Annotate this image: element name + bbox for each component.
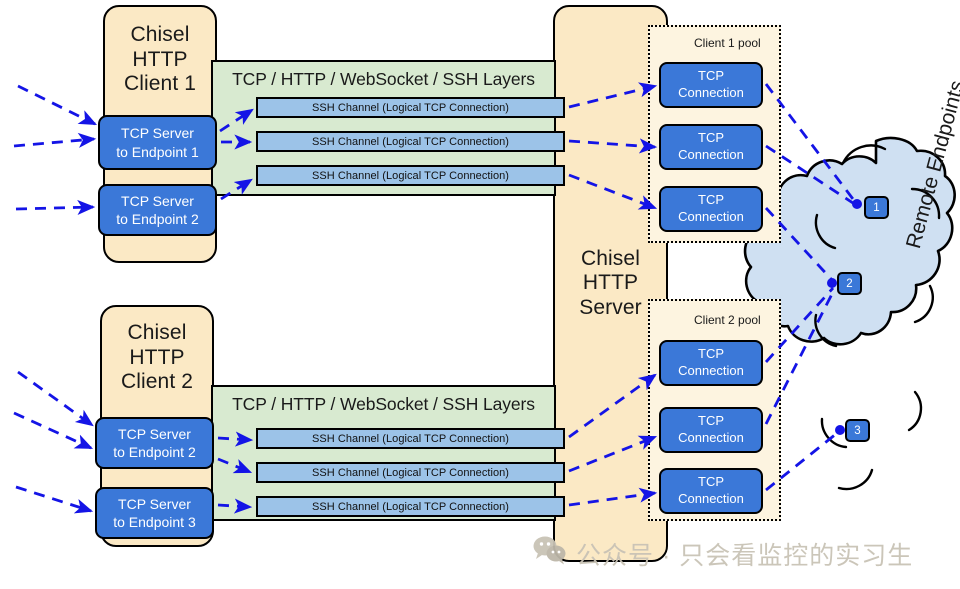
edge-pool1c1-ep1 <box>764 83 858 204</box>
client-1-pool-label: Client 1 pool <box>694 36 761 50</box>
client-1-layers-title: TCP / HTTP / WebSocket / SSH Layers <box>232 69 535 89</box>
edge-c2s1-ssh2 <box>217 457 253 474</box>
client-2-layers-title: TCP / HTTP / WebSocket / SSH Layers <box>232 394 535 414</box>
edge-ssh3-pool2c3 <box>568 487 658 507</box>
client-2-pool-tcp-connection-2[interactable]: TCP Connection <box>659 407 763 453</box>
remote-endpoints-cloud <box>743 136 956 491</box>
endpoint-connector-dots <box>827 199 862 435</box>
chisel-http-server-label: Chisel HTTP Server <box>579 246 642 319</box>
client-2-ssh-channel-1[interactable]: SSH Channel (Logical TCP Connection) <box>256 428 565 449</box>
client-2-pool-label: Client 2 pool <box>694 313 761 327</box>
client-1-pool-tcp-connection-3[interactable]: TCP Connection <box>659 186 763 232</box>
client-1-ssh-channel-1[interactable]: SSH Channel (Logical TCP Connection) <box>256 97 565 118</box>
edge-ssh1-pool1c1 <box>568 82 658 109</box>
remote-endpoint-3[interactable]: 3 <box>845 419 870 442</box>
client-2-pool-tcp-connection-3[interactable]: TCP Connection <box>659 468 763 514</box>
edge-c2s1-ssh1 <box>217 431 254 447</box>
edge-ssh2-pool2c2 <box>568 435 658 473</box>
client-1-pool-tcp-connection-1[interactable]: TCP Connection <box>659 62 763 108</box>
client-2-tcp-server-endpoint-3[interactable]: TCP Server to Endpoint 3 <box>95 487 214 539</box>
chisel-http-client-1-label: Chisel HTTP Client 1 <box>123 23 196 96</box>
client-1-ssh-channel-3[interactable]: SSH Channel (Logical TCP Connection) <box>256 165 565 186</box>
edge-in-c2-c <box>15 485 94 514</box>
client-2-ssh-channel-3[interactable]: SSH Channel (Logical TCP Connection) <box>256 496 565 517</box>
client-2-ssh-channel-2[interactable]: SSH Channel (Logical TCP Connection) <box>256 462 565 483</box>
client-1-tcp-server-endpoint-2[interactable]: TCP Server to Endpoint 2 <box>98 184 217 236</box>
edge-in-c1-c <box>15 199 96 215</box>
remote-endpoint-1[interactable]: 1 <box>864 196 889 219</box>
edge-ssh2-pool1c2 <box>568 138 658 154</box>
chisel-http-client-2-label: Chisel HTTP Client 2 <box>120 321 193 394</box>
edge-pool1c3-ep2 <box>764 207 834 281</box>
edge-pool2c3-ep3 <box>765 428 842 492</box>
edge-c1s2-ssh3 <box>220 178 253 201</box>
edge-pool1c2-ep1 <box>765 144 857 207</box>
edge-in-c1-b <box>13 132 97 148</box>
client-1-tcp-server-endpoint-1[interactable]: TCP Server to Endpoint 1 <box>98 115 217 170</box>
client-1-pool-tcp-connection-2[interactable]: TCP Connection <box>659 124 763 170</box>
client-1-ssh-channel-2[interactable]: SSH Channel (Logical TCP Connection) <box>256 131 565 152</box>
edge-in-c2-b <box>13 411 94 450</box>
client-2-tcp-server-endpoint-2[interactable]: TCP Server to Endpoint 2 <box>95 417 214 469</box>
client-2-pool-tcp-connection-1[interactable]: TCP Connection <box>659 340 763 386</box>
edge-ssh1-pool2c1 <box>568 373 657 439</box>
edge-c2s2-ssh3 <box>217 498 253 514</box>
edge-c1s1-ssh1 <box>219 108 254 133</box>
edge-in-c1-a <box>17 84 98 126</box>
edge-in-c2-a <box>17 370 94 427</box>
remote-endpoint-2[interactable]: 2 <box>837 272 862 295</box>
edge-pool2c2-ep2 <box>764 289 836 425</box>
edge-pool2c1-ep2 <box>764 287 835 363</box>
edge-ssh3-pool1c3 <box>568 173 658 210</box>
